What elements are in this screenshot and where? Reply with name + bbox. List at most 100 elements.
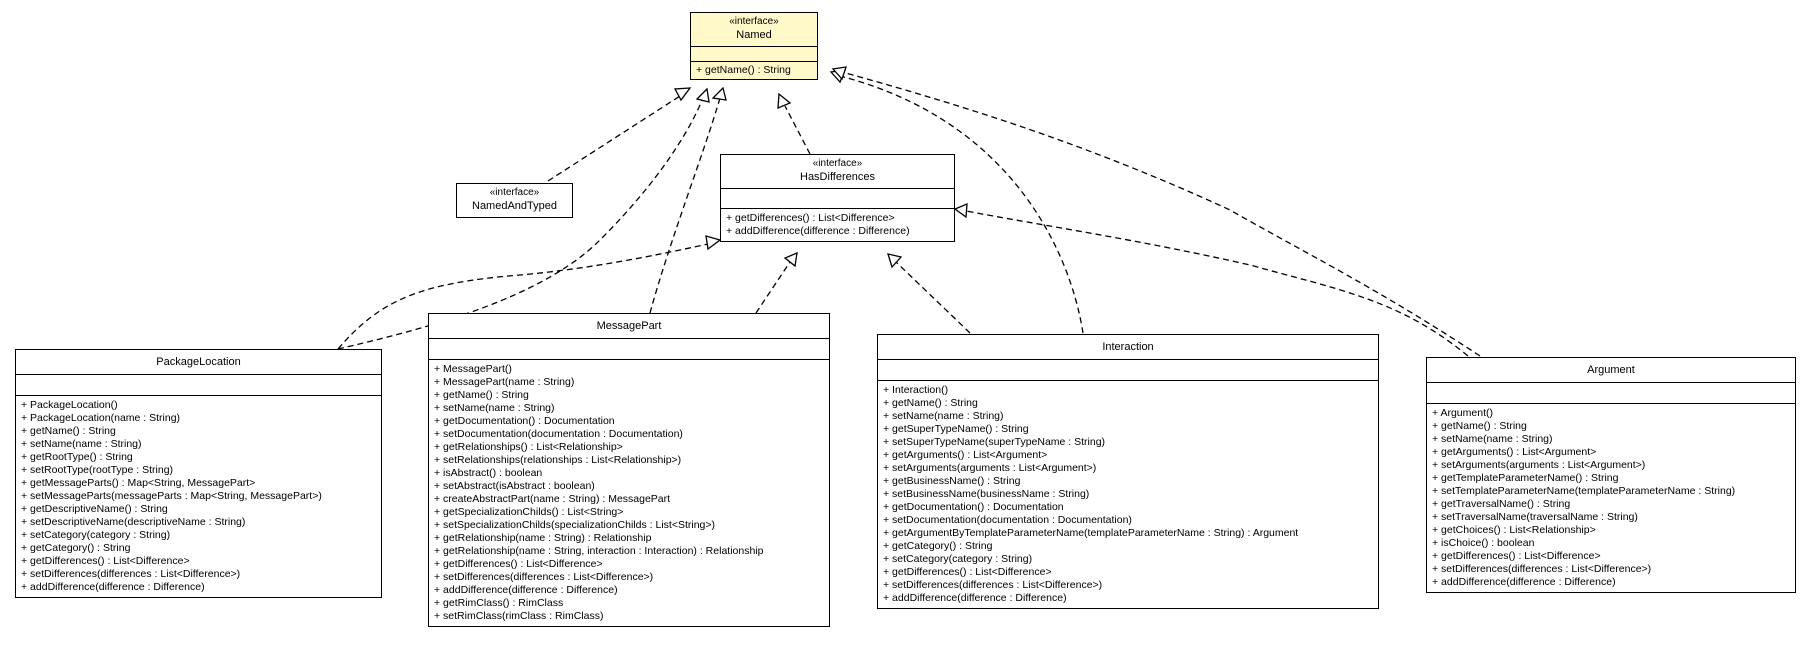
operation: + getSuperTypeName() : String xyxy=(883,423,1029,435)
operation: + setSuperTypeName(superTypeName : Strin… xyxy=(883,436,1106,448)
operation: + getRelationship(name : String) : Relat… xyxy=(434,532,652,544)
operation: + setName(name : String) xyxy=(21,438,142,450)
class-packagelocation-header: PackageLocation xyxy=(16,350,381,374)
attributes-compartment xyxy=(691,46,817,61)
attributes-compartment xyxy=(721,188,954,208)
operation: + getMessageParts() : Map<String, Messag… xyxy=(21,477,256,489)
edge-interaction-hasdifferences xyxy=(895,261,971,334)
arrowhead-packagelocation-hasdifferences xyxy=(705,235,722,251)
operation: + addDifference(difference : Difference) xyxy=(21,581,205,593)
class-messagepart[interactable]: MessagePart + MessagePart() + MessagePar… xyxy=(428,313,830,627)
operation: + getBusinessName() : String xyxy=(883,475,1021,487)
arrowhead-messagepart-named xyxy=(711,86,727,101)
class-name: PackageLocation xyxy=(156,356,241,368)
arrowhead-argument-hasdifferences xyxy=(953,202,968,219)
operation: + setDocumentation(documentation : Docum… xyxy=(434,428,683,440)
operation: + getDifferences() : List<Difference> xyxy=(1432,550,1601,562)
operation: + getCategory() : String xyxy=(21,542,131,554)
class-hasdifferences[interactable]: «interface» HasDifferences + getDifferen… xyxy=(720,154,955,242)
operation: + setBusinessName(businessName : String) xyxy=(883,488,1090,500)
class-named[interactable]: «interface» Named + getName() : String xyxy=(690,12,818,80)
edge-namedandtyped-named xyxy=(547,95,681,182)
operation: + getTemplateParameterName() : String xyxy=(1432,472,1619,484)
operation: + getChoices() : List<Relationship> xyxy=(1432,524,1596,536)
operation: + getName() : String xyxy=(434,389,529,401)
operation: + addDifference(difference : Difference) xyxy=(1432,576,1616,588)
operation: + getDifferences() : List<Difference> xyxy=(21,555,190,567)
operation: + getName() : String xyxy=(883,397,978,409)
edge-messagepart-named xyxy=(649,97,721,314)
class-argument[interactable]: Argument + Argument() + getName() : Stri… xyxy=(1426,357,1796,593)
operation: + setArguments(arguments : List<Argument… xyxy=(883,462,1097,474)
operation: + getArguments() : List<Argument> xyxy=(1432,446,1597,458)
arrowhead-hasdifferences-named xyxy=(777,92,792,110)
class-interaction-header: Interaction xyxy=(878,335,1378,359)
operations-compartment: + Argument() + getName() : String + setN… xyxy=(1427,403,1795,592)
class-namedandtyped[interactable]: «interface» NamedAndTyped xyxy=(456,183,573,218)
operation: + setSpecializationChilds(specialization… xyxy=(434,519,716,531)
operation: + setName(name : String) xyxy=(883,410,1004,422)
operation: + MessagePart(name : String) xyxy=(434,376,575,388)
operations-compartment: + MessagePart() + MessagePart(name : Str… xyxy=(429,359,829,626)
operation: + addDifference(difference : Difference) xyxy=(434,584,618,596)
operation: + getDescriptiveName() : String xyxy=(21,503,168,515)
attributes-compartment xyxy=(429,338,829,359)
operation: + setCategory(category : String) xyxy=(21,529,171,541)
operation: + getRelationship(name : String, interac… xyxy=(434,545,764,557)
class-name: Named xyxy=(736,29,772,41)
class-argument-header: Argument xyxy=(1427,358,1795,382)
class-messagepart-header: MessagePart xyxy=(429,314,829,338)
operation: + getDifferences() : List<Difference> xyxy=(726,212,895,224)
edge-packagelocation-named xyxy=(337,97,704,350)
operation: + getRimClass() : RimClass xyxy=(434,597,564,609)
operation: + setDifferences(differences : List<Diff… xyxy=(883,579,1103,591)
operation: + isChoice() : boolean xyxy=(1432,537,1535,549)
operation: + setName(name : String) xyxy=(1432,433,1553,445)
operation: + setRelationships(relationships : List<… xyxy=(434,454,682,466)
operation: + getArguments() : List<Argument> xyxy=(883,449,1048,461)
operation: + PackageLocation() xyxy=(21,399,118,411)
edge-argument-named xyxy=(841,71,1481,357)
class-namedandtyped-header: «interface» NamedAndTyped xyxy=(457,184,572,217)
edge-messagepart-hasdifferences xyxy=(755,261,791,314)
class-name: HasDifferences xyxy=(800,171,875,183)
operation: + createAbstractPart(name : String) : Me… xyxy=(434,493,671,505)
operation: + setCategory(category : String) xyxy=(883,553,1033,565)
operation: + getName() : String xyxy=(1432,420,1527,432)
stereotype-label: «interface» xyxy=(812,158,863,169)
operation: + getTraversalName() : String xyxy=(1432,498,1571,510)
operation: + setDescriptiveName(descriptiveName : S… xyxy=(21,516,246,528)
operation: + getName() : String xyxy=(21,425,116,437)
class-packagelocation[interactable]: PackageLocation + PackageLocation() + Pa… xyxy=(15,349,382,598)
operations-compartment: + getName() : String xyxy=(691,61,817,79)
operation: + setTemplateParameterName(templateParam… xyxy=(1432,485,1736,497)
operations-compartment: + Interaction() + getName() : String + s… xyxy=(878,380,1378,608)
operation: + setDocumentation(documentation : Docum… xyxy=(883,514,1132,526)
operation: + getDocumentation() : Documentation xyxy=(434,415,615,427)
operation: + getArgumentByTemplateParameterName(tem… xyxy=(883,527,1299,539)
operation: + getCategory() : String xyxy=(883,540,993,552)
operation: + setName(name : String) xyxy=(434,402,555,414)
arrowhead-packagelocation-named xyxy=(695,87,710,103)
operation: + setRimClass(rimClass : RimClass) xyxy=(434,610,604,622)
operation: + setMessageParts(messageParts : Map<Str… xyxy=(21,490,322,502)
edge-argument-hasdifferences xyxy=(965,210,1469,357)
operation: + getRootType() : String xyxy=(21,451,133,463)
operation: + Interaction() xyxy=(883,384,949,396)
arrowhead-messagepart-hasdifferences xyxy=(783,251,798,268)
arrowhead-interaction-hasdifferences xyxy=(887,253,903,269)
operation: + getName() : String xyxy=(696,64,791,76)
stereotype-label: «interface» xyxy=(489,187,540,198)
arrowhead-namedandtyped-named xyxy=(673,87,692,102)
operation: + setRootType(rootType : String) xyxy=(21,464,174,476)
operation: + addDifference(difference : Difference) xyxy=(726,225,910,237)
stereotype-label: «interface» xyxy=(729,16,779,27)
class-name: MessagePart xyxy=(596,320,662,332)
operation: + setDifferences(differences : List<Diff… xyxy=(1432,563,1652,575)
class-name: Argument xyxy=(1587,364,1635,376)
class-name: NamedAndTyped xyxy=(472,200,557,212)
operation: + Argument() xyxy=(1432,407,1493,419)
operation: + addDifference(difference : Difference) xyxy=(883,592,1067,604)
class-interaction[interactable]: Interaction + Interaction() + getName() … xyxy=(877,334,1379,609)
